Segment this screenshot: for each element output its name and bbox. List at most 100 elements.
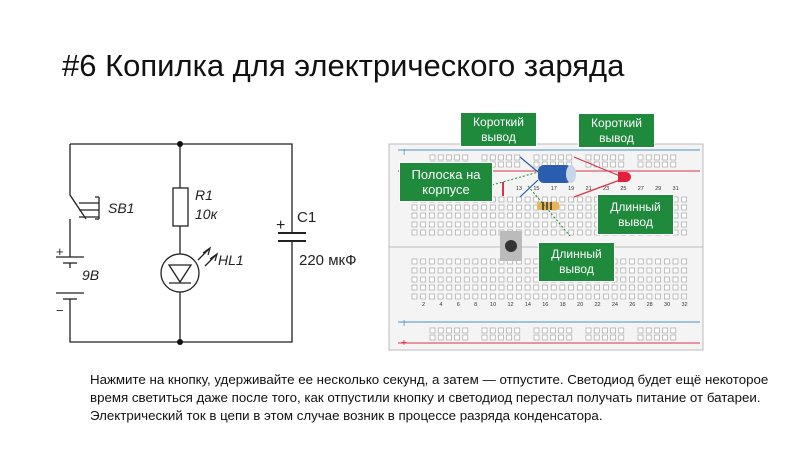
- breadboard-hole: [568, 293, 574, 300]
- breadboard-hole: [533, 334, 540, 341]
- breadboard-hole: [585, 221, 592, 228]
- breadboard-hole: [437, 154, 444, 161]
- breadboard-hole: [429, 284, 435, 291]
- breadboard-hole: [594, 284, 601, 291]
- column-number: 14: [525, 302, 531, 308]
- breadboard-hole: [455, 229, 461, 236]
- breadboard-hole: [533, 161, 540, 168]
- breadboard-hole: [629, 276, 635, 283]
- column-number: 25: [620, 186, 626, 192]
- breadboard-hole: [541, 154, 548, 161]
- breadboard-hole: [446, 334, 452, 341]
- breadboard-hole: [455, 293, 461, 300]
- breadboard-hole: [629, 267, 635, 274]
- rail-minus-marker: I: [403, 319, 405, 328]
- switch-label: SB1: [108, 200, 134, 216]
- breadboard-hole: [629, 293, 635, 300]
- breadboard-hole: [576, 229, 583, 236]
- column-number: 16: [542, 302, 548, 308]
- breadboard-hole: [463, 267, 470, 274]
- breadboard-hole: [637, 161, 644, 168]
- breadboard-hole: [550, 293, 557, 300]
- column-number: 32: [681, 302, 687, 308]
- breadboard-hole: [514, 334, 521, 341]
- breadboard-hole: [662, 154, 668, 161]
- breadboard-hole: [455, 258, 461, 265]
- callout-long-lead-capacitor: Длинный вывод: [538, 242, 615, 282]
- breadboard-hole: [618, 334, 625, 341]
- breadboard-hole: [662, 334, 668, 341]
- callout-short-lead-capacitor: Короткий вывод: [460, 112, 537, 147]
- capacitor-plus: +: [276, 217, 285, 234]
- breadboard-hole: [681, 276, 688, 283]
- breadboard-hole: [559, 196, 566, 203]
- breadboard-hole: [645, 327, 652, 334]
- light-arrows-icon: [197, 246, 219, 267]
- breadboard-hole: [463, 276, 470, 283]
- breadboard-hole: [576, 221, 583, 228]
- breadboard-hole: [585, 293, 592, 300]
- breadboard-hole: [454, 334, 460, 341]
- breadboard-hole: [411, 204, 418, 211]
- breadboard-hole: [489, 276, 496, 283]
- breadboard-hole: [646, 267, 653, 274]
- column-number: 31: [673, 186, 679, 192]
- breadboard-hole: [429, 267, 435, 274]
- breadboard-hole: [654, 327, 660, 334]
- breadboard-hole: [559, 212, 566, 219]
- breadboard-hole: [593, 154, 600, 161]
- breadboard-hole: [618, 154, 625, 161]
- column-number: 19: [568, 186, 574, 192]
- column-number: 8: [474, 302, 477, 308]
- breadboard-hole: [429, 276, 435, 283]
- breadboard-hole: [593, 327, 600, 334]
- breadboard-hole: [672, 276, 679, 283]
- breadboard-hole: [455, 284, 461, 291]
- breadboard-hole: [568, 212, 574, 219]
- breadboard-hole: [524, 229, 531, 236]
- breadboard-hole: [568, 196, 574, 203]
- breadboard-hole: [463, 204, 470, 211]
- resistor-r1: [172, 187, 189, 227]
- breadboard-hole: [446, 204, 453, 211]
- breadboard-hole: [481, 334, 488, 341]
- column-number: 21: [586, 186, 592, 192]
- battery-plus: +: [56, 244, 64, 259]
- breadboard-hole: [481, 221, 487, 228]
- breadboard-hole: [454, 327, 460, 334]
- top-wire: [70, 143, 293, 233]
- breadboard-hole: [489, 267, 496, 274]
- breadboard-hole: [516, 276, 522, 283]
- breadboard-hole: [429, 229, 435, 236]
- breadboard-hole: [672, 267, 679, 274]
- breadboard-hole: [662, 327, 668, 334]
- breadboard-hole: [670, 327, 677, 334]
- breadboard-hole: [524, 276, 531, 283]
- breadboard-hole: [550, 154, 556, 161]
- breadboard-hole: [663, 267, 670, 274]
- breadboard-hole: [585, 229, 592, 236]
- breadboard-hole: [645, 154, 652, 161]
- breadboard-hole: [516, 212, 522, 219]
- breadboard-hole: [602, 161, 608, 168]
- breadboard-hole: [655, 276, 661, 283]
- breadboard-hole: [558, 327, 564, 334]
- breadboard-hole: [559, 204, 566, 211]
- breadboard-hole: [462, 154, 469, 161]
- breadboard-hole: [481, 284, 487, 291]
- breadboard-hole: [541, 327, 548, 334]
- breadboard-hole: [446, 229, 453, 236]
- breadboard-hole: [550, 221, 557, 228]
- breadboard-hole: [533, 229, 540, 236]
- breadboard-hole: [516, 196, 522, 203]
- breadboard-hole: [489, 334, 496, 341]
- breadboard-hole: [514, 161, 521, 168]
- breadboard-hole: [455, 221, 461, 228]
- breadboard-hole: [550, 284, 557, 291]
- breadboard-hole: [646, 258, 653, 265]
- breadboard-hole: [481, 229, 487, 236]
- breadboard-hole: [489, 327, 496, 334]
- breadboard-hole: [498, 293, 505, 300]
- breadboard-hole: [498, 212, 505, 219]
- breadboard-hole: [524, 204, 531, 211]
